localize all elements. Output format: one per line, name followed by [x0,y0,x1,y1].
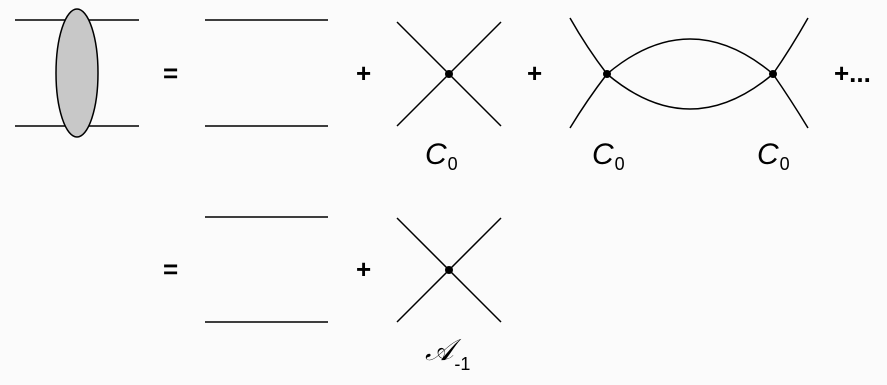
plus-sign-2: + [527,58,543,88]
bubble-left-external [569,17,608,129]
equals-sign-row2: = [163,254,179,284]
plus-sign-row2: + [356,254,372,284]
bubble-right-symbol: C [757,138,779,171]
vertex-label-c0: C0 [425,138,458,174]
bubble-left-symbol: C [592,138,614,171]
c0-symbol: C [425,138,447,171]
bubble-right-external [772,17,809,129]
bubble-vertex-right-dot [769,70,777,78]
bubble-left-label-c0: C0 [592,138,625,174]
bubble-upper-arc [606,38,774,75]
bubble-diagram [569,17,809,129]
equals-sign-row1: = [163,58,179,88]
bubble-right-label-c0: C0 [757,138,790,174]
a-subscript: -1 [454,354,471,374]
c0-subscript: 0 [447,154,458,174]
bubble-right-subscript: 0 [779,154,790,174]
trailing-plus-ellipsis: +... [834,58,871,88]
bubble-lower-arc [606,73,774,110]
free-propagator-row2 [205,216,328,323]
contact-vertex-row1 [396,21,502,127]
bubble-vertex-left-dot [603,70,611,78]
vertex2-dot [445,266,453,274]
a-symbol: 𝒜 [425,333,454,368]
blob-amplitude [15,8,139,138]
free-propagator-row1 [205,19,328,127]
contact-vertex-row2 [396,217,502,323]
vertex-label-a-minus-1: 𝒜-1 [425,333,471,374]
plus-sign-1: + [356,58,372,88]
bubble-left-subscript: 0 [614,154,625,174]
blob-ellipse [55,8,99,138]
vertex-dot [445,70,453,78]
